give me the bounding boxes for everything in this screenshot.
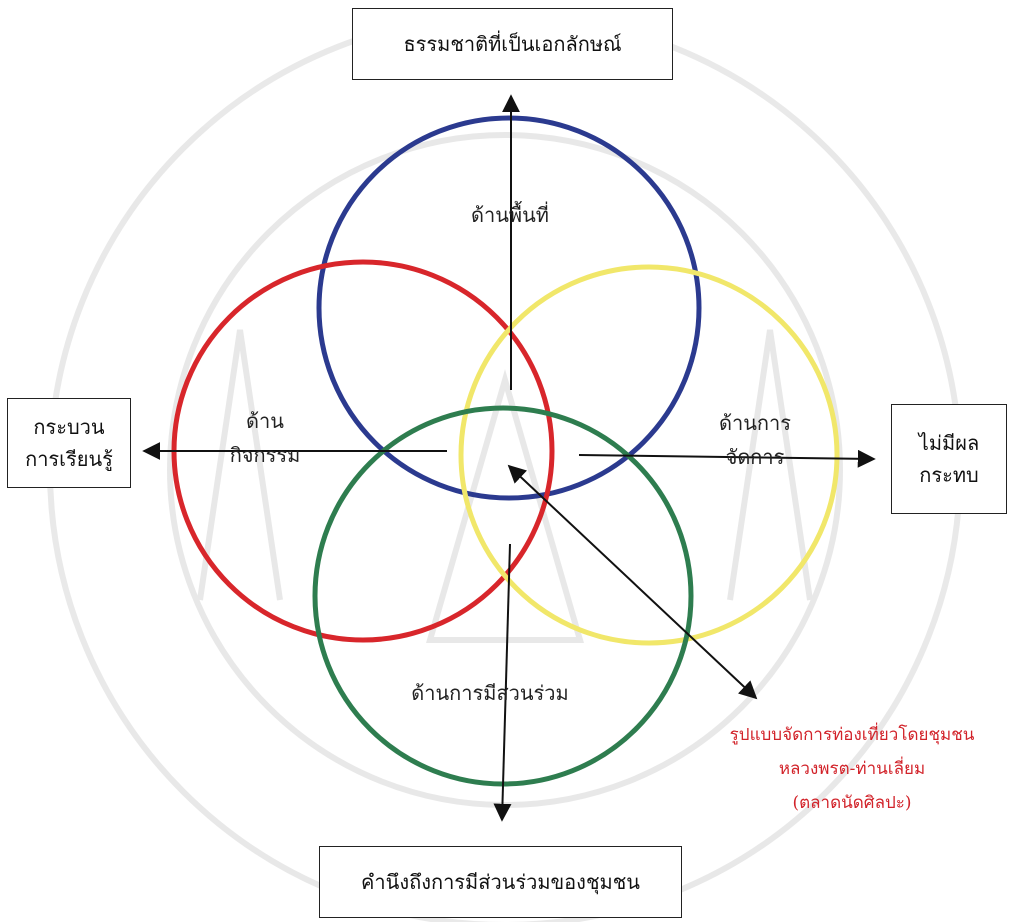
circle-label-area: ด้านพื้นที่ [430, 198, 590, 232]
box-bottom-text: คำนึงถึงการมีส่วนร่วมของชุมชน [361, 866, 640, 898]
circle-label-participation: ด้านการมีส่วนร่วม [380, 676, 600, 710]
activity-label-line-2: กิจกรรม [210, 438, 320, 472]
model-note-line-1: รูปแบบจัดการท่องเที่ยวโดยชุมชน [694, 718, 1010, 752]
box-learning-process: กระบวน การเรียนรู้ [7, 398, 131, 488]
box-left-line-2: การเรียนรู้ [25, 443, 113, 475]
box-top-text: ธรรมชาติที่เป็นเอกลักษณ์ [403, 28, 621, 60]
box-community-participation: คำนึงถึงการมีส่วนร่วมของชุมชน [319, 846, 682, 918]
circle-area [319, 118, 699, 498]
circle-participation [315, 408, 691, 784]
box-no-impact: ไม่มีผล กระทบ [891, 404, 1007, 514]
management-label-line-2: จัดการ [700, 440, 810, 474]
box-unique-nature: ธรรมชาติที่เป็นเอกลักษณ์ [352, 8, 673, 80]
model-note-line-3: (ตลาดนัดศิลปะ) [694, 786, 1010, 820]
box-left-line-1: กระบวน [33, 411, 104, 443]
model-note-line-2: หลวงพรต-ท่านเลี่ยม [694, 752, 1010, 786]
management-label-line-1: ด้านการ [700, 406, 810, 440]
model-note: รูปแบบจัดการท่องเที่ยวโดยชุมชน หลวงพรต-ท… [694, 718, 1010, 820]
arrow-diagonal [509, 466, 756, 698]
box-right-line-1: ไม่มีผล [919, 427, 979, 459]
circle-label-management: ด้านการ จัดการ [700, 406, 810, 474]
box-right-line-2: กระทบ [919, 459, 978, 491]
circle-label-activity: ด้าน กิจกรรม [210, 404, 320, 472]
activity-label-line-1: ด้าน [210, 404, 320, 438]
